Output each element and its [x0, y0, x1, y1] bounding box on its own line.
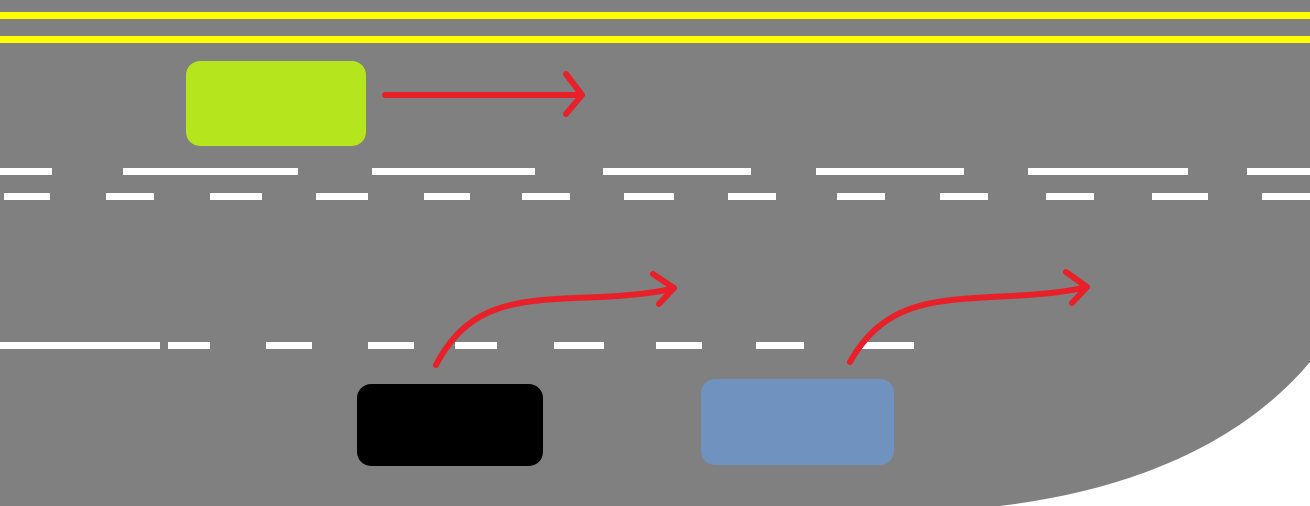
lane-dash	[4, 193, 50, 200]
lane-dash	[168, 342, 210, 349]
black-car-arrow	[433, 271, 677, 368]
lane-dash	[837, 193, 885, 200]
lane-dash	[624, 193, 674, 200]
lane-dash	[656, 342, 702, 349]
lane-dash	[455, 342, 497, 349]
lane-dash	[1247, 168, 1310, 175]
lane-dash	[372, 168, 535, 175]
lane-dash	[603, 168, 751, 175]
lane-dash	[940, 193, 988, 200]
lane-dash	[816, 168, 964, 175]
green-car-arrow	[382, 71, 585, 117]
black-car	[357, 384, 543, 466]
lane-dash	[1262, 193, 1310, 200]
arrow-shaft	[847, 284, 1090, 365]
lane-dash	[368, 342, 414, 349]
lane-dash	[0, 168, 52, 175]
arrow-head	[650, 271, 677, 307]
arrow-head	[563, 71, 585, 117]
arrow-shaft	[433, 285, 677, 368]
lane-dash	[522, 193, 570, 200]
lane-dash	[1046, 193, 1094, 200]
lane-dash	[106, 193, 154, 200]
yellow-line-bottom	[0, 36, 1310, 43]
lane-dash	[860, 342, 914, 349]
lane-dash	[756, 342, 804, 349]
double-yellow-center-line	[0, 12, 1310, 43]
lane-dash	[0, 342, 160, 349]
lane-dash	[210, 193, 262, 200]
arrow-head	[1063, 269, 1090, 306]
lane-dash	[1152, 193, 1208, 200]
blue-car-arrow	[847, 269, 1090, 365]
lane-dash	[728, 193, 776, 200]
upper-lane-divider	[0, 168, 1310, 200]
lane-dash	[123, 168, 298, 175]
lane-dash	[1028, 168, 1188, 175]
green-car	[186, 61, 366, 146]
lane-dash	[554, 342, 604, 349]
lower-lane-divider	[0, 342, 914, 349]
lane-dash	[424, 193, 470, 200]
yellow-line-top	[0, 12, 1310, 19]
lane-dash	[316, 193, 368, 200]
blue-car	[701, 379, 894, 465]
lane-dash	[266, 342, 312, 349]
